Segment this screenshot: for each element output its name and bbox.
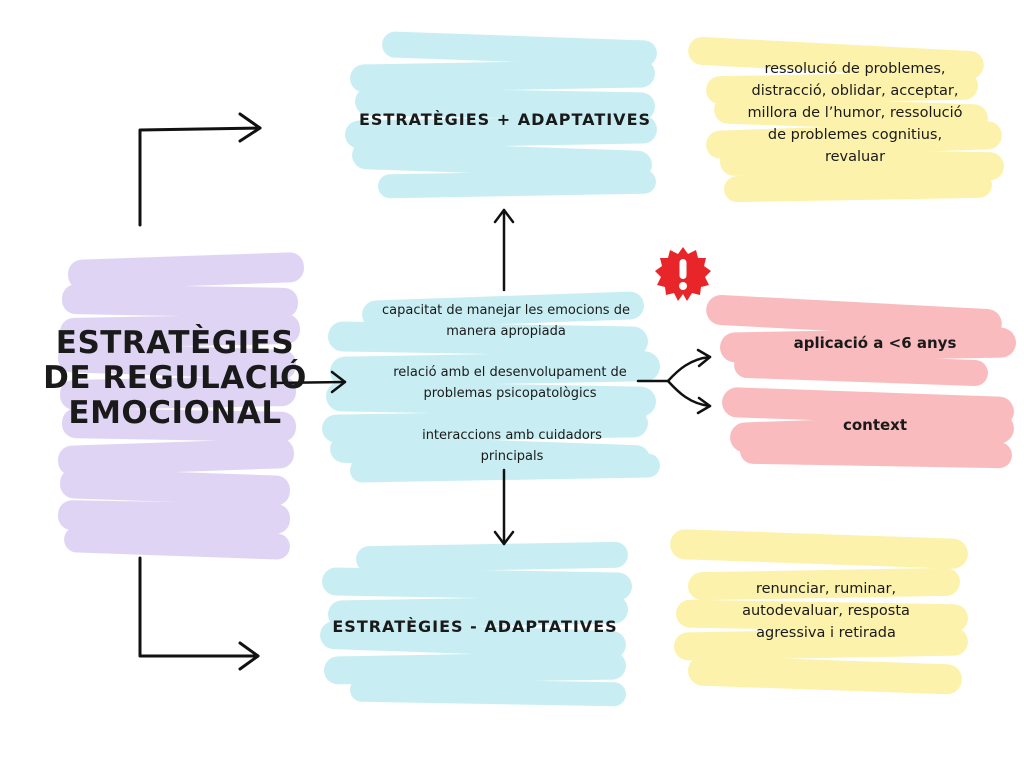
cyan-highlight-top xyxy=(345,31,657,199)
arrow-center-up xyxy=(493,208,515,292)
center-item-3: interaccions amb cuidadors principals xyxy=(422,428,602,464)
arrow-center-down xyxy=(493,468,515,546)
top-branch-title: ESTRATÈGIES + ADAPTATIVES xyxy=(358,110,652,129)
main-node-label: ESTRATÈGIES DE REGULACIÓ EMOCIONAL xyxy=(43,325,307,431)
center-item-1: capacitat de manejar les emocions de man… xyxy=(382,303,630,339)
top-branch-examples: ressolució de problemes, distracció, obl… xyxy=(747,61,963,165)
arrow-to-bottom-branch xyxy=(138,556,260,671)
exclamation-badge-icon xyxy=(655,247,711,301)
center-item-2: relació amb el desenvolupament de proble… xyxy=(393,365,627,401)
fork-arrows xyxy=(636,348,712,415)
bottom-branch-title: ESTRATÈGIES - ADAPTATIVES xyxy=(332,617,618,636)
arrow-to-center-node xyxy=(270,370,347,394)
warning-item-age: aplicació a <6 anys xyxy=(793,334,957,352)
warning-item-context: context xyxy=(842,416,908,434)
bottom-branch-examples: renunciar, ruminar, autodevaluar, respos… xyxy=(742,581,910,641)
cyan-highlight-center xyxy=(322,291,660,483)
yellow-highlight-top xyxy=(688,36,1004,203)
cyan-highlight-bottom xyxy=(320,541,632,707)
arrow-to-top-branch xyxy=(138,112,262,227)
yellow-highlight-bottom xyxy=(670,529,968,695)
purple-highlight xyxy=(57,252,304,560)
red-highlight xyxy=(706,295,1016,469)
